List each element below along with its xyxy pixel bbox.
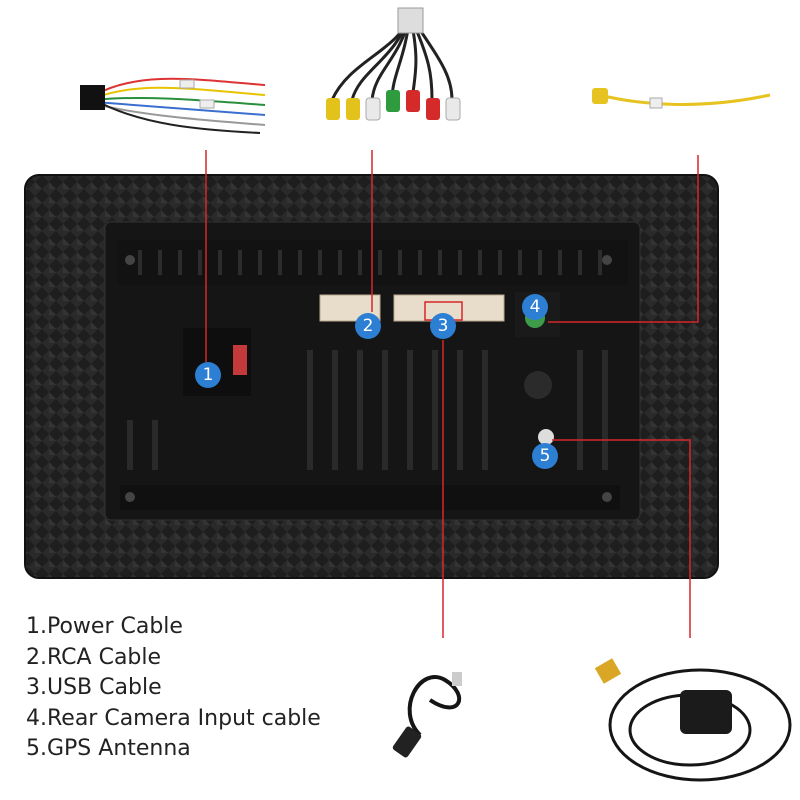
head-unit-back	[24, 174, 719, 579]
legend-item-gps-antenna: 5.GPS Antenna	[26, 736, 191, 761]
legend-item-rear-camera-cable: 4.Rear Camera Input cable	[26, 705, 321, 731]
gps-antenna-image	[594, 658, 792, 782]
legend-item-usb-cable: 3.USB Cable	[26, 675, 162, 700]
legend-item-rca-cable: 2.RCA Cable	[26, 644, 162, 670]
usb-cable-image	[392, 672, 462, 758]
power-cable-image	[80, 77, 266, 134]
svg-text:1: 1	[203, 365, 214, 385]
marker-2: 2	[355, 313, 381, 339]
svg-text:4: 4	[530, 297, 541, 317]
camera-cable-image	[592, 88, 771, 109]
svg-text:3: 3	[438, 316, 449, 336]
marker-5: 5	[532, 443, 558, 469]
cable-legend: 1.Power Cable 2.RCA Cable 3.USB Cable 4.…	[26, 612, 321, 765]
marker-3: 3	[430, 313, 456, 339]
svg-text:5: 5	[540, 446, 551, 466]
rca-cable-image	[326, 7, 461, 121]
marker-1: 1	[195, 362, 221, 388]
legend-item-power-cable: 1.Power Cable	[26, 614, 183, 639]
svg-text:2: 2	[363, 316, 374, 336]
marker-4: 4	[522, 294, 548, 320]
